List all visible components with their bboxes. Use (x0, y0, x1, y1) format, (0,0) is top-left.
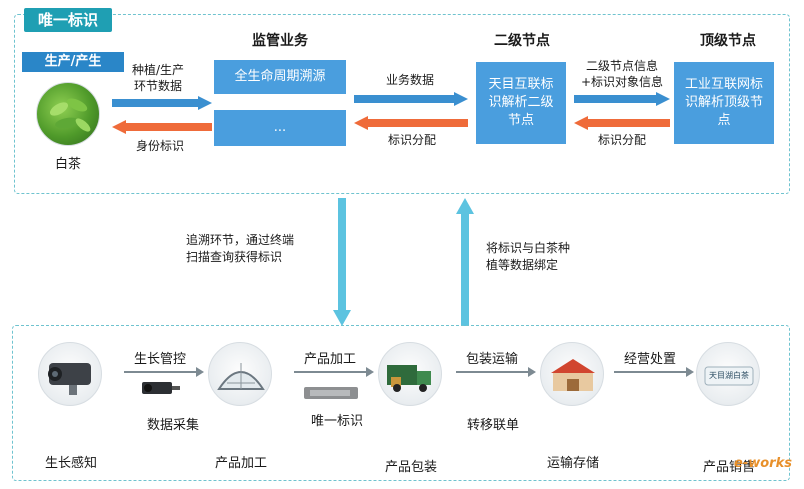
supervise-heading: 监管业务 (252, 33, 308, 49)
arrow-down-trace (333, 198, 351, 326)
unique-id-panel (14, 14, 790, 194)
e-works-watermark: e-works (734, 456, 792, 471)
arrow-plant-data (112, 96, 212, 110)
label-business-data: 业务数据 (385, 73, 434, 87)
arrow-step-1 (124, 367, 204, 377)
step-label-operation: 经营处置 (623, 352, 676, 367)
label-id-assign-2: 标识分配 (597, 133, 646, 147)
sub-label-unique-id: 唯一标识 (310, 414, 363, 429)
caption-packaging: 产品包装 (384, 460, 437, 475)
sub-label-data-collection: 数据采集 (146, 418, 199, 433)
growth-sensing-photo (38, 342, 102, 406)
unique-id-title: 唯一标识 (24, 8, 113, 32)
label-down-trace: 追溯环节，通过终端 扫描查询获得标识 (186, 233, 295, 264)
ellipsis-box: ... (214, 110, 346, 146)
surveillance-camera-icon (48, 363, 91, 395)
caption-sales: 产品销售 (702, 460, 755, 475)
arrow-step-3 (456, 367, 536, 377)
arrow-step-4 (614, 367, 694, 377)
lifecycle-trace-box: 全生命周期溯源 (214, 60, 346, 94)
caption-processing: 产品加工 (214, 456, 267, 471)
label-identity: 身份标识 (135, 139, 184, 153)
tea-leaves-icon (49, 98, 91, 132)
step-label-processing: 产品加工 (303, 352, 356, 367)
arrow-identity (112, 120, 212, 134)
arrow-up-bind (456, 198, 474, 326)
production-tag: 生产/产生 (22, 52, 124, 72)
arrow-id-assign-1 (354, 116, 468, 130)
arrow-step-2 (294, 367, 374, 377)
unique-id-tag-icon (304, 387, 358, 399)
white-tea-caption: 白茶 (54, 157, 81, 172)
greenhouse-icon (217, 363, 265, 390)
packaging-photo (378, 342, 442, 406)
white-tea-photo (36, 82, 100, 146)
sales-photo: 天目湖白茶 (696, 342, 760, 406)
caption-storage: 运输存储 (546, 456, 599, 471)
data-collection-camera-icon (142, 382, 180, 394)
storage-photo (540, 342, 604, 406)
secondary-node-box: 天目互联标识解析二级节点 (476, 62, 566, 144)
product-box-icon (704, 366, 754, 386)
caption-growth-sensing: 生长感知 (44, 456, 97, 471)
label-up-bind: 将标识与白茶种 植等数据绑定 (486, 241, 571, 272)
top-node-box: 工业互联网标识解析顶级节点 (674, 62, 774, 144)
delivery-truck-icon (387, 365, 431, 392)
arrow-node-info (574, 92, 670, 106)
step-label-packing-transport: 包装运输 (465, 352, 518, 367)
label-plant-data: 种植/生产 环节数据 (131, 63, 185, 93)
label-node-info: 二级节点信息 +标识对象信息 (580, 59, 664, 89)
label-id-assign-1: 标识分配 (387, 133, 436, 147)
warehouse-icon (551, 359, 595, 391)
arrow-business-data (354, 92, 468, 106)
arrow-id-assign-2 (574, 116, 670, 130)
secondary-node-heading: 二级节点 (494, 33, 550, 49)
product-box-text: 天目湖白茶 (709, 371, 749, 380)
sub-label-transfer-form: 转移联单 (466, 418, 519, 433)
processing-photo (208, 342, 272, 406)
process-panel (12, 325, 790, 481)
top-node-heading: 顶级节点 (700, 33, 756, 49)
step-label-growth-control: 生长管控 (133, 352, 186, 367)
